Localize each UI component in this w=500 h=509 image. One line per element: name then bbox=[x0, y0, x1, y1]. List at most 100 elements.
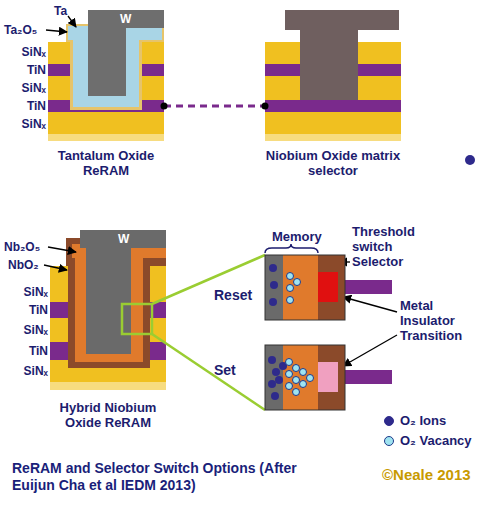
state-label: Reset bbox=[210, 288, 252, 303]
layer-label: SiNₓ bbox=[24, 364, 48, 378]
selector-stack bbox=[265, 10, 401, 141]
dashed-connector bbox=[164, 105, 265, 108]
leader-arrows bbox=[46, 30, 67, 32]
callout-label: Metal Insulator Transition bbox=[400, 298, 490, 343]
tantalum-stack bbox=[48, 112, 164, 134]
layer-label: TiN bbox=[29, 344, 48, 358]
reset-zoom bbox=[265, 255, 345, 320]
callout-label: Threshold switch Selector bbox=[352, 224, 434, 269]
hybrid-stack bbox=[50, 382, 166, 390]
device-caption: Tantalum Oxide ReRAM bbox=[48, 148, 164, 178]
tantalum-stack bbox=[48, 134, 164, 141]
reset-ions bbox=[269, 264, 277, 272]
selector-stack bbox=[300, 30, 358, 100]
layer-label: SiNₓ bbox=[24, 323, 48, 337]
tantalum-stack bbox=[70, 24, 142, 110]
copyright-note: ©Neale 2013 bbox=[382, 466, 471, 483]
set-zoom bbox=[318, 362, 338, 392]
zoom-lines bbox=[152, 334, 265, 410]
set-zoom bbox=[265, 345, 345, 410]
selector-stack bbox=[265, 112, 401, 134]
leader-arrows bbox=[343, 297, 397, 312]
leader-arrows bbox=[343, 335, 397, 366]
ion-dot bbox=[465, 155, 475, 165]
set-zoom bbox=[265, 345, 283, 410]
legend-text: O₂ Ions bbox=[400, 413, 446, 428]
set-vacancies bbox=[286, 359, 314, 396]
selector-stack bbox=[265, 134, 401, 141]
reset-zoom bbox=[318, 255, 345, 320]
tantalum-stack bbox=[48, 10, 164, 141]
set-ions bbox=[268, 356, 287, 400]
device-structure: Hybrid Niobium Oxide ReRAM bbox=[50, 230, 166, 430]
zoom-lines bbox=[152, 255, 265, 304]
reset-vacancies bbox=[287, 285, 294, 292]
set-vacancies bbox=[286, 359, 293, 366]
set-ions bbox=[268, 380, 276, 388]
set-vacancies bbox=[307, 375, 314, 382]
legend-row: O₂ Ions bbox=[384, 413, 446, 428]
set-vacancies bbox=[300, 369, 307, 376]
zoom-lines bbox=[152, 255, 265, 410]
layer-label: TiN bbox=[29, 303, 48, 317]
layer-label: SiNₓ bbox=[22, 81, 46, 95]
layer-label: Ta bbox=[54, 4, 67, 18]
reset-ions bbox=[270, 281, 278, 289]
legend-row: O₂ Vacancy bbox=[384, 433, 472, 448]
set-vacancies bbox=[293, 389, 300, 396]
layer-label: W bbox=[118, 232, 129, 246]
leader-arrows bbox=[44, 16, 397, 366]
state-label: Set bbox=[210, 363, 236, 378]
legend-swatch bbox=[384, 416, 394, 426]
reset-vacancies bbox=[287, 273, 294, 280]
reset-zoom bbox=[265, 255, 283, 320]
set-vacancies bbox=[293, 377, 300, 384]
legend-text: O₂ Vacancy bbox=[400, 433, 472, 448]
reset-zoom bbox=[318, 272, 338, 302]
selector-stack bbox=[265, 100, 401, 112]
device-structure: Niobium Oxide matrix selector bbox=[265, 8, 401, 178]
layer-label: SiNₓ bbox=[24, 285, 48, 299]
layer-label: Nb₂O₅ bbox=[4, 240, 40, 254]
device-caption: Hybrid Niobium Oxide ReRAM bbox=[50, 400, 166, 430]
hybrid-stack bbox=[122, 304, 152, 334]
set-ions bbox=[268, 356, 276, 364]
legend-swatch bbox=[384, 436, 394, 446]
tantalum-stack bbox=[88, 10, 164, 28]
set-ions bbox=[272, 368, 280, 376]
hybrid-stack bbox=[50, 230, 166, 390]
reset-zoom bbox=[345, 280, 392, 294]
junction-dot bbox=[262, 103, 269, 110]
device-structure: Tantalum Oxide ReRAM bbox=[48, 8, 164, 178]
set-ions bbox=[271, 392, 279, 400]
set-vacancies bbox=[286, 371, 293, 378]
layer-label: NbO₂ bbox=[8, 258, 39, 272]
set-zoom bbox=[265, 345, 392, 410]
figure-caption: ReRAM and Selector Switch Options (After… bbox=[12, 460, 297, 494]
set-ions bbox=[275, 376, 283, 384]
callout-label: Memory bbox=[272, 229, 322, 244]
reset-ions bbox=[269, 298, 277, 306]
set-zoom bbox=[283, 345, 318, 410]
set-zoom bbox=[345, 370, 392, 384]
hybrid-stack bbox=[86, 248, 131, 354]
layer-label: SiNₓ bbox=[22, 45, 46, 59]
leader-arrows bbox=[48, 247, 76, 252]
reset-ions bbox=[269, 264, 278, 306]
memory-brace bbox=[265, 244, 318, 253]
layer-label: W bbox=[120, 12, 131, 26]
reset-zoom bbox=[283, 255, 318, 320]
leader-arrows bbox=[68, 16, 76, 27]
device-caption: Niobium Oxide matrix selector bbox=[265, 148, 401, 178]
layer-label: TiN bbox=[27, 63, 46, 77]
junction-dot bbox=[161, 103, 168, 110]
tin-link bbox=[161, 103, 269, 110]
reset-vacancies bbox=[294, 279, 301, 286]
reset-vacancies bbox=[287, 273, 301, 304]
set-vacancies bbox=[293, 365, 300, 372]
layer-label: TiN bbox=[27, 99, 46, 113]
tantalum-stack bbox=[88, 28, 126, 96]
set-vacancies bbox=[300, 381, 307, 388]
zoom-state: Reset bbox=[210, 262, 345, 328]
